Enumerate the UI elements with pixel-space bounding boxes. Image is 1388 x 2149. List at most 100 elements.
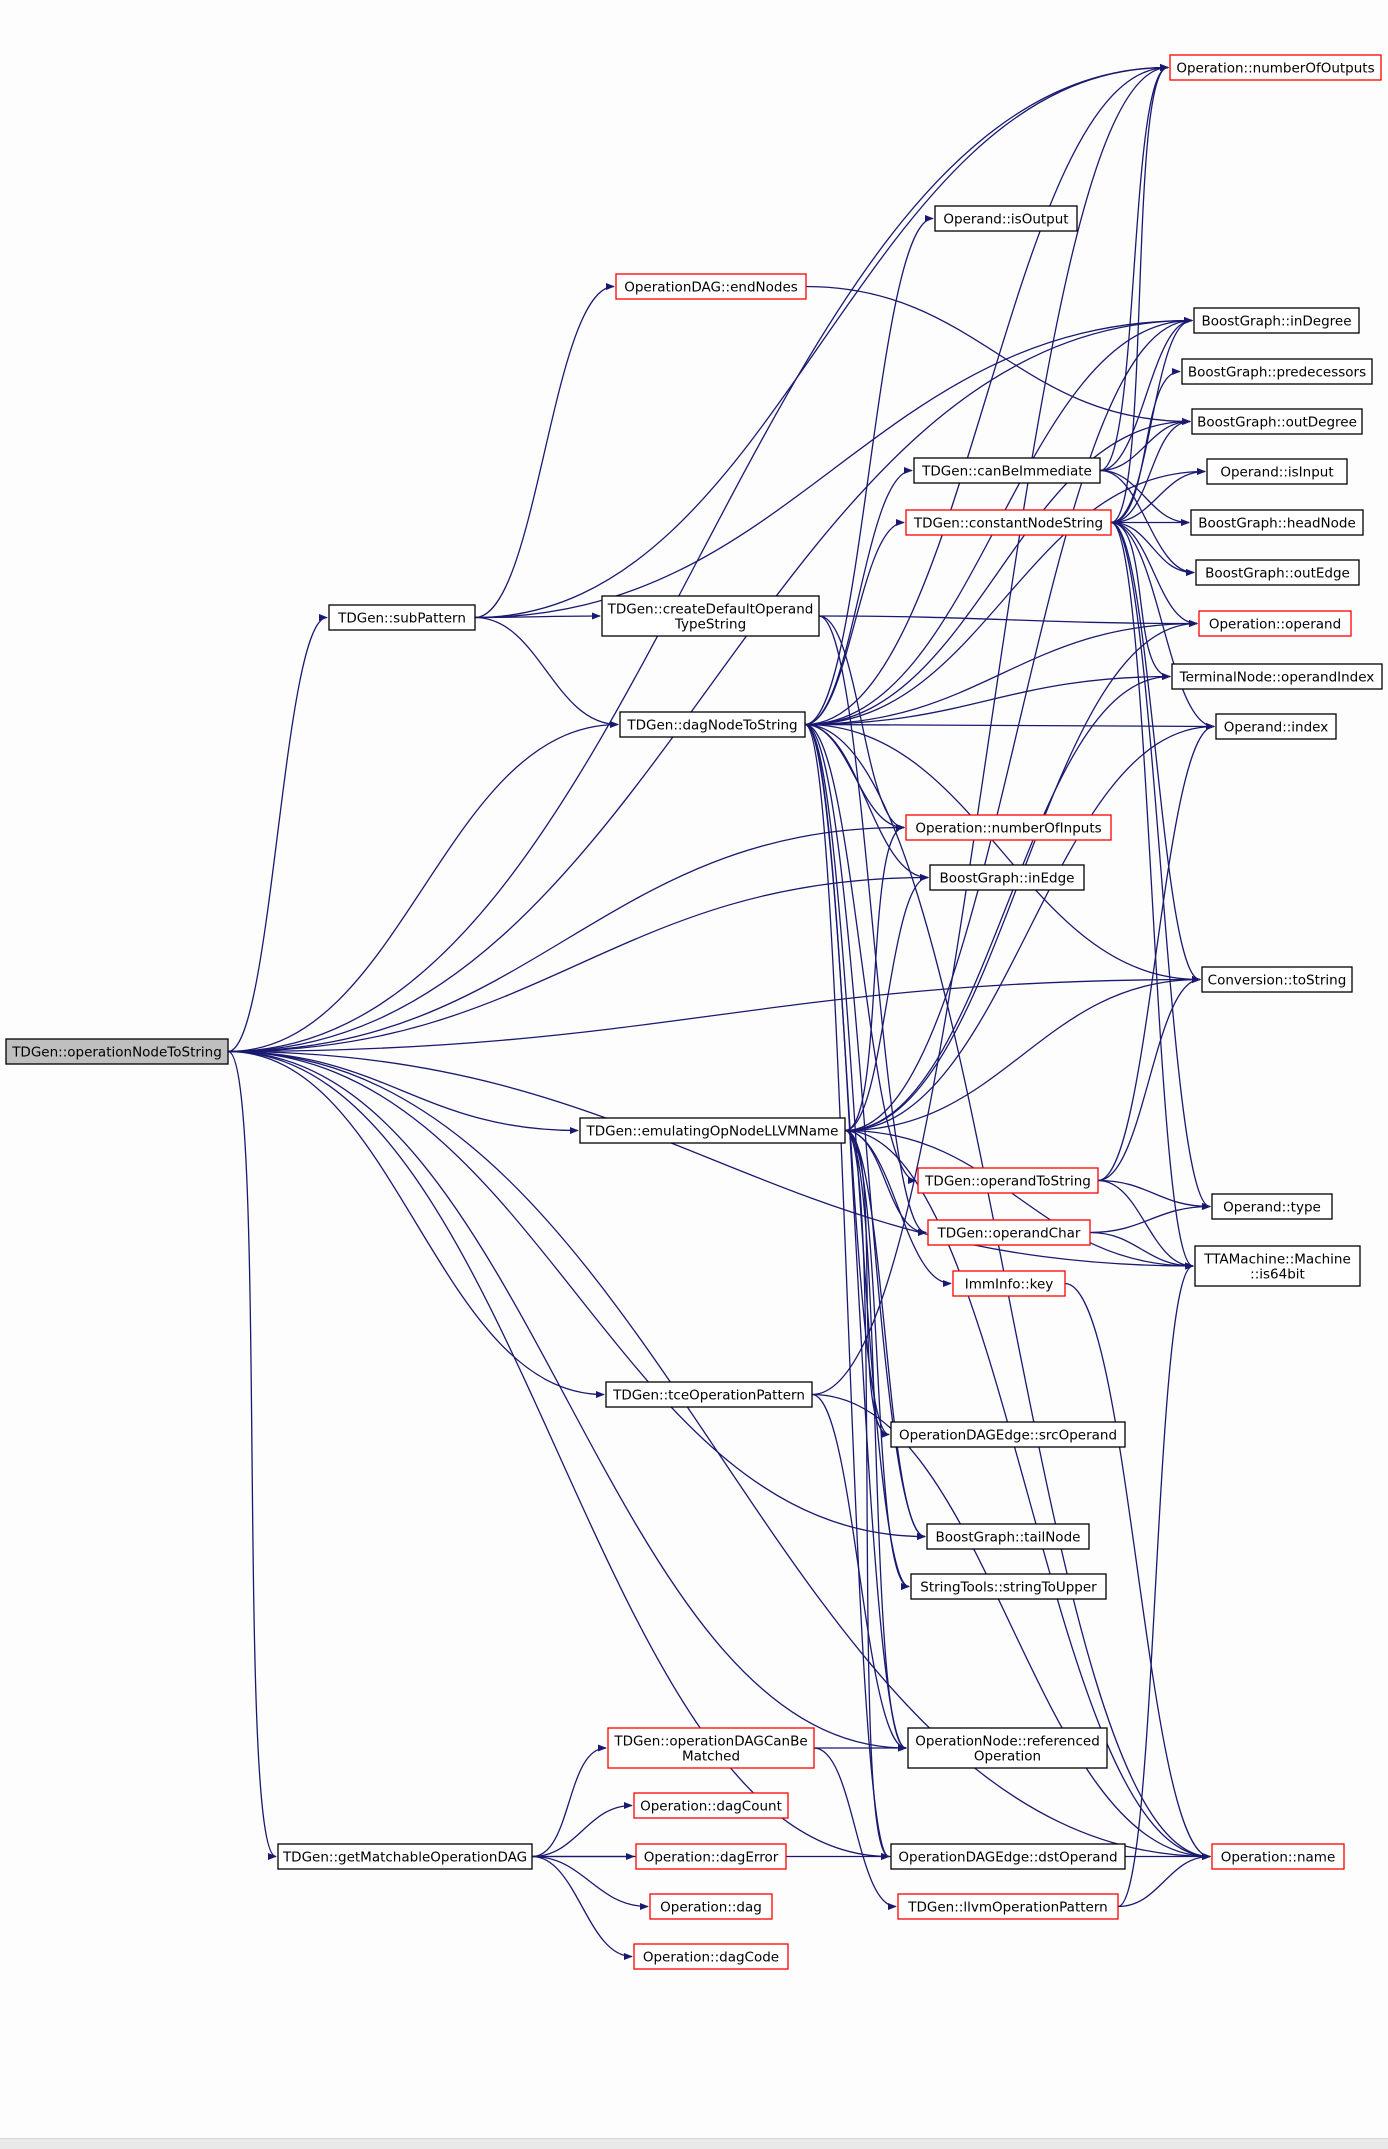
node-name[interactable]: Operation::name [1211, 1843, 1345, 1870]
node-tailNode[interactable]: BoostGraph::tailNode [926, 1523, 1090, 1550]
node-label: Operand::isOutput [943, 212, 1068, 228]
node-predecessors[interactable]: BoostGraph::predecessors [1181, 358, 1373, 385]
node-label: OperationDAGEdge::dstOperand [898, 1850, 1117, 1866]
node-tceOperationPattern[interactable]: TDGen::tceOperationPattern [605, 1381, 813, 1408]
call-edge-constantNodeString-to-operand [1110, 521, 1198, 628]
node-box [619, 711, 806, 738]
call-edge-dagNodeToString-to-outDegree [804, 417, 1191, 726]
node-canBeImmediate[interactable]: TDGen::canBeImmediate [913, 457, 1101, 484]
node-box [1190, 509, 1364, 536]
node-outDegree[interactable]: BoostGraph::outDegree [1191, 408, 1363, 435]
call-edge-root-to-tailNode [227, 1050, 926, 1541]
node-label: TDGen::operandChar [937, 1226, 1081, 1242]
node-isOutput[interactable]: Operand::isOutput [934, 205, 1078, 232]
node-root[interactable]: TDGen::operationNodeToString [5, 1038, 229, 1065]
node-operandChar[interactable]: TDGen::operandChar [927, 1219, 1091, 1246]
call-edge-dagNodeToString-to-constantNodeString [804, 518, 905, 726]
node-label: StringTools::stringToUpper [920, 1580, 1097, 1596]
node-toString[interactable]: Conversion::toString [1201, 966, 1353, 993]
node-dag[interactable]: Operation::dag [649, 1893, 773, 1920]
function-nodes: TDGen::operationNodeToString TDGen::subPa… [5, 54, 1383, 1970]
node-label: ::is64bit [1250, 1267, 1305, 1283]
call-edge-constantNodeString-to-toString [1110, 521, 1201, 984]
call-edge-tceOperationPattern-to-name [811, 1393, 1211, 1861]
node-label: Operation::dagCode [643, 1950, 779, 1966]
node-label: BoostGraph::tailNode [936, 1530, 1081, 1546]
call-edge-root-to-numberOfInputs [227, 823, 905, 1053]
call-edge-operandToString-to-is64bit [1097, 1179, 1194, 1270]
node-box [1206, 458, 1348, 485]
call-edge-subPattern-to-endNodes [474, 282, 615, 619]
node-headNode[interactable]: BoostGraph::headNode [1190, 509, 1364, 536]
node-subPattern[interactable]: TDGen::subPattern [328, 604, 476, 631]
call-edge-dagNodeToString-to-toString [804, 723, 1201, 984]
call-edge-dagNodeToString-to-operand [804, 619, 1198, 726]
call-edge-subPattern-to-dagNodeToString [474, 616, 619, 729]
node-box [905, 814, 1112, 841]
node-label: BoostGraph::headNode [1198, 516, 1356, 532]
node-box [952, 1270, 1066, 1297]
node-numberOfInputs[interactable]: Operation::numberOfInputs [905, 814, 1112, 841]
call-edge-root-to-name [227, 1050, 1211, 1861]
node-label: TDGen::llvmOperationPattern [907, 1900, 1107, 1916]
node-box [1195, 559, 1360, 586]
node-operandToString[interactable]: TDGen::operandToString [917, 1167, 1099, 1194]
node-operand[interactable]: Operation::operand [1198, 610, 1352, 637]
call-edge-emulatingOpNodeLLVMName-to-name [844, 1129, 1211, 1861]
node-dagError[interactable]: Operation::dagError [635, 1843, 787, 1870]
node-box [934, 205, 1078, 232]
node-label: Operand::type [1223, 1200, 1321, 1216]
node-endNodes[interactable]: OperationDAG::endNodes [615, 273, 807, 300]
node-is64bit[interactable]: TTAMachine::Machine::is64bit [1194, 1245, 1361, 1287]
node-outEdge[interactable]: BoostGraph::outEdge [1195, 559, 1360, 586]
call-edge-operationDAGCanBeMatched-to-llvmOperationPattern [813, 1747, 897, 1911]
node-label: BoostGraph::outEdge [1205, 566, 1350, 582]
node-numberOfOutputs[interactable]: Operation::numberOfOutputs [1169, 54, 1382, 81]
call-edge-tceOperationPattern-to-numberOfOutputs [811, 63, 1169, 1396]
node-inEdge[interactable]: BoostGraph::inEdge [929, 864, 1085, 891]
node-label: TDGen::emulatingOpNodeLLVMName [586, 1124, 839, 1140]
call-edge-root-to-inDegree [227, 316, 1193, 1053]
node-llvmOperationPattern[interactable]: TDGen::llvmOperationPattern [897, 1893, 1119, 1920]
call-edge-canBeImmediate-to-inDegree [1099, 316, 1193, 472]
node-label: Operation::dagError [644, 1850, 779, 1866]
node-dstOperand[interactable]: OperationDAGEdge::dstOperand [890, 1843, 1126, 1870]
node-dagCode[interactable]: Operation::dagCode [633, 1943, 789, 1970]
call-edge-getMatchableOperationDAG-to-dagCount [531, 1801, 633, 1858]
call-edge-dagNodeToString-to-inEdge [804, 723, 929, 882]
node-dagCount[interactable]: Operation::dagCount [633, 1792, 789, 1819]
node-srcOperand[interactable]: OperationDAGEdge::srcOperand [890, 1421, 1126, 1448]
call-edge-emulatingOpNodeLLVMName-to-tailNode [844, 1129, 926, 1541]
node-dagNodeToString[interactable]: TDGen::dagNodeToString [619, 711, 806, 738]
call-edge-constantNodeString-to-operandIndex [1110, 521, 1215, 731]
call-edge-operandChar-to-type [1089, 1202, 1211, 1234]
node-label: Operation::numberOfOutputs [1176, 61, 1374, 77]
call-edge-dagNodeToString-to-numberOfOutputs [804, 63, 1169, 726]
node-box [1194, 1245, 1361, 1287]
node-immInfoKey[interactable]: ImmInfo::key [952, 1270, 1066, 1297]
node-terminalOperandIndex[interactable]: TerminalNode::operandIndex [1171, 663, 1383, 690]
call-edge-createDefaultOperandTypeString-to-operandChar [818, 615, 927, 1236]
node-label: TerminalNode::operandIndex [1179, 670, 1375, 686]
call-edge-tceOperationPattern-to-referencedOperation [811, 1393, 907, 1752]
bottom-scroll-bar[interactable] [0, 2138, 1388, 2149]
node-getMatchableOperationDAG[interactable]: TDGen::getMatchableOperationDAG [277, 1843, 533, 1870]
node-operandIndex[interactable]: Operand::index [1215, 713, 1337, 740]
node-inDegree[interactable]: BoostGraph::inDegree [1193, 307, 1360, 334]
node-emulatingOpNodeLLVMName[interactable]: TDGen::emulatingOpNodeLLVMName [579, 1117, 846, 1144]
node-type[interactable]: Operand::type [1211, 1193, 1333, 1220]
call-edge-llvmOperationPattern-to-name [1117, 1852, 1211, 1908]
call-edge-subPattern-to-numberOfOutputs [474, 63, 1169, 619]
node-isInput[interactable]: Operand::isInput [1206, 458, 1348, 485]
node-stringToUpper[interactable]: StringTools::stringToUpper [910, 1573, 1107, 1600]
node-label: TDGen::canBeImmediate [921, 464, 1092, 480]
node-constantNodeString[interactable]: TDGen::constantNodeString [905, 509, 1112, 536]
node-box [1198, 610, 1352, 637]
node-box [605, 1381, 813, 1408]
node-box [328, 604, 476, 631]
call-edge-constantNodeString-to-numberOfOutputs [1110, 63, 1169, 524]
node-label: TDGen::operationDAGCanBe [613, 1734, 807, 1750]
